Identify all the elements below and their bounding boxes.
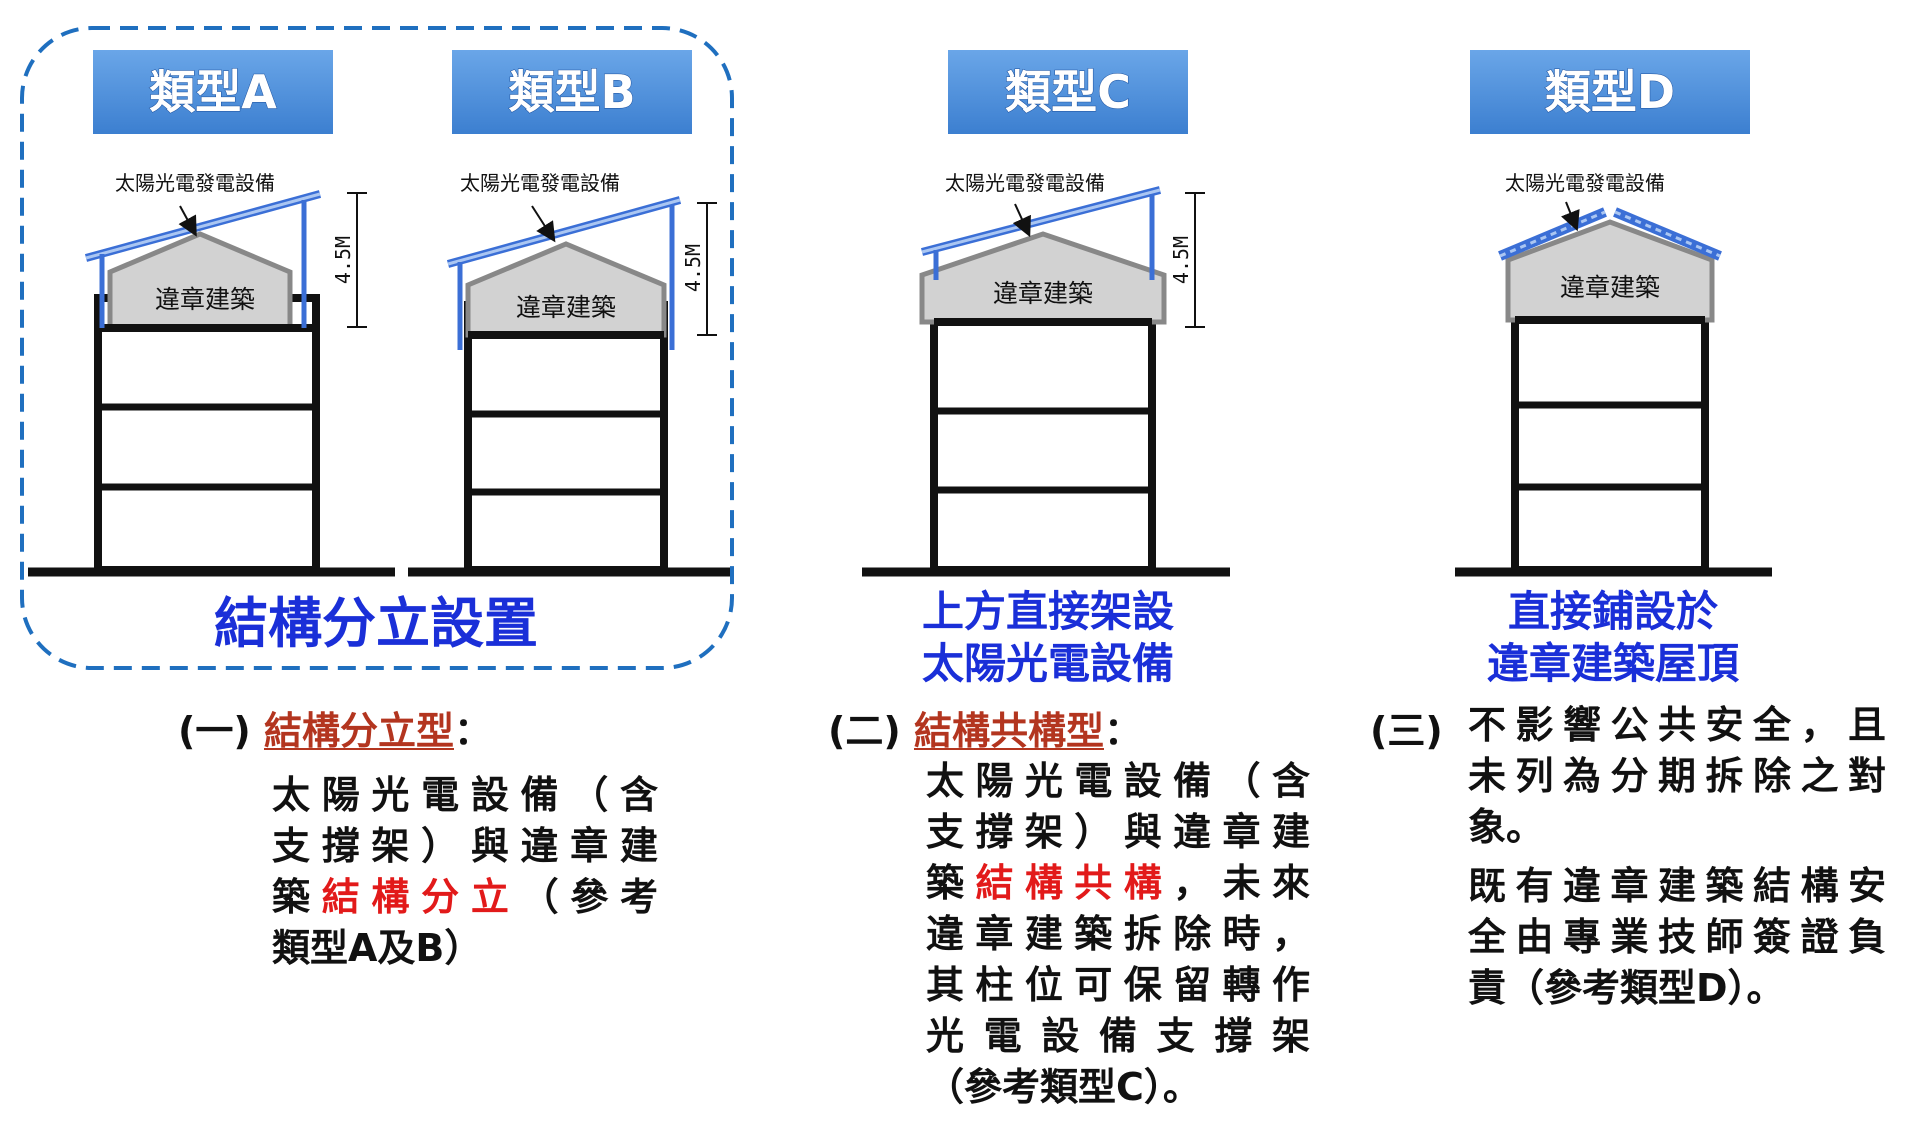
- section-one-body: 太陽光電設備（含 支撐架）與違章建 築結構分立（參考 類型A及B）: [272, 770, 658, 974]
- type-b-solar-label: 太陽光電發電設備: [460, 171, 620, 195]
- type-d-solar-label: 太陽光電發電設備: [1505, 171, 1665, 195]
- type-c-building-label: 違章建築: [993, 279, 1093, 308]
- section-two-highlight: 結構共構: [975, 861, 1174, 905]
- type-a-label: 類型A: [149, 65, 277, 119]
- type-c-label: 類型C: [1005, 65, 1131, 119]
- building-c: 違章建築 太陽光電發電設備 4.5M: [862, 171, 1230, 577]
- section-two-suffix: ：: [1104, 709, 1143, 753]
- section-one-line3: 築結構分立（參考: [272, 872, 658, 923]
- section-three-line1: 不影響公共安全，且: [1468, 703, 1886, 747]
- section-one-line2: 支撐架）與違章建: [272, 824, 658, 868]
- section-two-line7: （參考類型C）。: [926, 1065, 1201, 1109]
- section-one-line1: 太陽光電設備（含: [272, 773, 658, 817]
- caption-d-line2: 違章建築屋頂: [1487, 639, 1740, 688]
- group-ab-frame: [20, 26, 734, 670]
- section-two-line3-b: ，未來: [1173, 861, 1310, 905]
- type-d-label-box: 類型D: [1470, 50, 1750, 134]
- type-c-label-box: 類型C: [948, 50, 1188, 134]
- section-two-line3-a: 築: [926, 861, 976, 905]
- type-b-label-box: 類型B: [452, 50, 692, 134]
- section-three-line4: 既有違章建築結構安: [1468, 864, 1886, 908]
- section-two-prefix: (二): [828, 709, 901, 753]
- caption-d-line1: 直接鋪設於: [1508, 587, 1718, 636]
- section-three-body: 不影響公共安全，且 未列為分期拆除之對 象。 既有違章建築結構安 全由專業技師簽…: [1468, 700, 1886, 1014]
- section-three-line5: 全由專業技師簽證負: [1468, 915, 1886, 959]
- type-a-building-label: 違章建築: [155, 285, 255, 314]
- section-one-suffix: ：: [454, 709, 493, 753]
- caption-c-line2: 太陽光電設備: [922, 639, 1174, 688]
- type-a-solar-label: 太陽光電發電設備: [115, 171, 275, 195]
- section-one-line3-b: （參考: [520, 875, 658, 919]
- section-one-line3-a: 築: [272, 875, 322, 919]
- section-one-title: 結構分立型: [263, 709, 454, 753]
- section-one-prefix: (一): [178, 709, 251, 753]
- type-c-solar-label: 太陽光電發電設備: [945, 171, 1105, 195]
- section-one-highlight: 結構分立: [321, 875, 521, 919]
- section-one-heading: (一) 結構分立型：: [178, 700, 492, 755]
- building-a: 違章建築 太陽光電發電設備 4.5M: [28, 171, 395, 577]
- section-two-body: 太陽光電設備（含 支撐架）與違章建 築結構共構，未來 違章建築拆除時， 其柱位可…: [926, 756, 1310, 1113]
- type-a-height: 4.5M: [331, 236, 355, 284]
- section-two-title: 結構共構型: [913, 709, 1104, 753]
- type-b-building-label: 違章建築: [516, 293, 616, 322]
- section-two-line2: 支撐架）與違章建: [926, 810, 1310, 854]
- type-d-building-label: 違章建築: [1560, 273, 1660, 302]
- section-one-line4: 類型A及B）: [272, 926, 483, 970]
- type-a-label-box: 類型A: [93, 50, 333, 134]
- type-d-label: 類型D: [1545, 65, 1675, 119]
- caption-c-line1: 上方直接架設: [922, 587, 1174, 636]
- type-b-height: 4.5M: [681, 244, 705, 292]
- section-three-prefix: (三): [1370, 709, 1443, 753]
- section-two-line4: 違章建築拆除時，: [926, 912, 1310, 956]
- building-b: 違章建築 太陽光電發電設備 4.5M: [408, 171, 730, 577]
- caption-group-ab: 結構分立設置: [214, 592, 538, 655]
- section-three-line2: 未列為分期拆除之對: [1468, 754, 1886, 798]
- section-two-line1: 太陽光電設備（含: [926, 759, 1310, 803]
- section-three-heading: (三): [1370, 700, 1443, 755]
- section-two-line5: 其柱位可保留轉作: [926, 963, 1310, 1007]
- section-two-heading: (二) 結構共構型：: [828, 700, 1142, 755]
- section-two-line3: 築結構共構，未來: [926, 858, 1310, 909]
- building-d: 違章建築 太陽光電發電設備: [1455, 171, 1772, 577]
- type-c-height: 4.5M: [1169, 236, 1193, 284]
- section-three-line6: 責（參考類型D）。: [1468, 966, 1785, 1010]
- section-two-line6: 光電設備支撐架: [926, 1014, 1310, 1058]
- section-three-line3: 象。: [1468, 805, 1545, 849]
- type-b-label: 類型B: [508, 65, 635, 119]
